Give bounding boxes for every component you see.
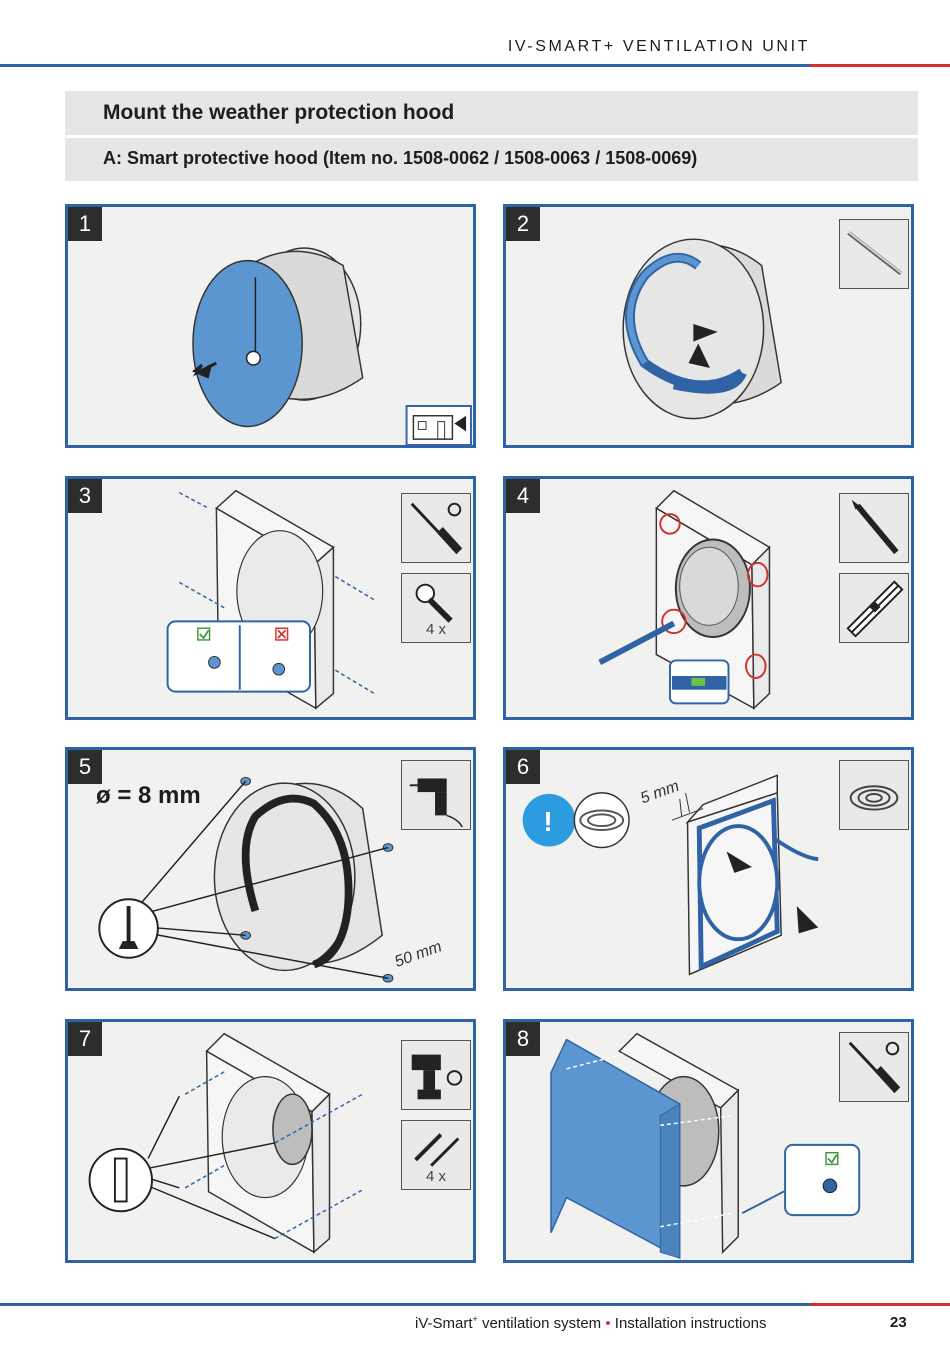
screw-icon	[414, 1133, 460, 1167]
section-subtitle-box: A: Smart protective hood (Item no. 1508-…	[65, 138, 918, 181]
screw-tool-box: 4 x	[401, 573, 471, 643]
spirit-level-tool-box	[839, 573, 909, 643]
footer-product: iV-Smart	[415, 1315, 473, 1332]
drill-tool-box	[401, 760, 471, 830]
footer-rule-accent	[810, 1303, 950, 1306]
wire-tool-box	[839, 219, 909, 289]
step-4-number: 4	[506, 479, 540, 513]
step-5-panel: 5 ø = 8 mm 50 mm	[65, 747, 476, 991]
section-subtitle: A: Smart protective hood (Item no. 1508-…	[103, 148, 698, 168]
step-5-number: 5	[68, 750, 102, 784]
step-8-panel: 8	[503, 1019, 914, 1263]
screwdriver-icon	[410, 502, 463, 555]
step-7-panel: 7 4 x	[65, 1019, 476, 1263]
step-6-number: 6	[506, 750, 540, 784]
step-6-illustration	[522, 774, 819, 976]
drill-diameter: ø = 8 mm	[96, 782, 201, 809]
step-6-panel: 6 ! 5 mm	[503, 747, 914, 991]
screw-icon	[415, 583, 453, 623]
screwdriver-icon	[848, 1041, 901, 1094]
wire-icon	[847, 231, 903, 276]
warning-icon: !	[543, 806, 553, 837]
step-4-panel: 4	[503, 476, 914, 720]
footer-document-title: iV-Smart+ ventilation system • Installat…	[415, 1314, 767, 1332]
header-rule	[0, 64, 810, 67]
page-number: 23	[890, 1314, 907, 1331]
footer-rule	[0, 1303, 810, 1306]
step-2-illustration	[622, 238, 782, 420]
screw-anchor-tool-box: 4 x	[401, 1120, 471, 1190]
footer-doc-type: Installation instructions	[610, 1315, 767, 1332]
step-7-illustration	[88, 1032, 364, 1254]
drill-icon	[409, 778, 463, 828]
spirit-level-icon	[846, 580, 904, 638]
cordless-screwdriver-icon	[411, 1054, 463, 1100]
section-title-box: Mount the weather protection hood	[65, 91, 918, 135]
step-2-panel: 2	[503, 204, 914, 448]
step-3-panel: 3 4 x	[65, 476, 476, 720]
step-4-illustration	[598, 489, 771, 710]
step-1-number: 1	[68, 207, 102, 241]
sealing-tape-tool-box	[839, 760, 909, 830]
step-3-quantity: 4 x	[425, 621, 446, 638]
screwdriver-tool-box	[401, 493, 471, 563]
step-7-quantity: 4 x	[425, 1168, 446, 1185]
step-1-panel: 1	[65, 204, 476, 448]
step-8-illustration	[550, 1032, 861, 1260]
step-3-illustration	[166, 489, 375, 710]
header-unit-title: IV-SMART+ VENTILATION UNIT	[507, 38, 810, 55]
footer-separator: •	[605, 1315, 611, 1332]
footer-product-rest: ventilation system	[477, 1315, 606, 1332]
step-3-number: 3	[68, 479, 102, 513]
section-title: Mount the weather protection hood	[103, 101, 455, 124]
screwdriver-tool-box-2	[839, 1032, 909, 1102]
step-2-number: 2	[506, 207, 540, 241]
step-7-number: 7	[68, 1022, 102, 1056]
header-rule-accent	[810, 64, 950, 67]
step-8-number: 8	[506, 1022, 540, 1056]
pencil-tool-box	[839, 493, 909, 563]
sealing-tape-icon	[849, 785, 899, 811]
pencil-icon	[851, 499, 899, 555]
step-1-illustration	[191, 247, 472, 445]
footer-superscript: +	[472, 1314, 478, 1324]
step-5-illustration	[98, 776, 394, 983]
cordless-screwdriver-tool-box	[401, 1040, 471, 1110]
